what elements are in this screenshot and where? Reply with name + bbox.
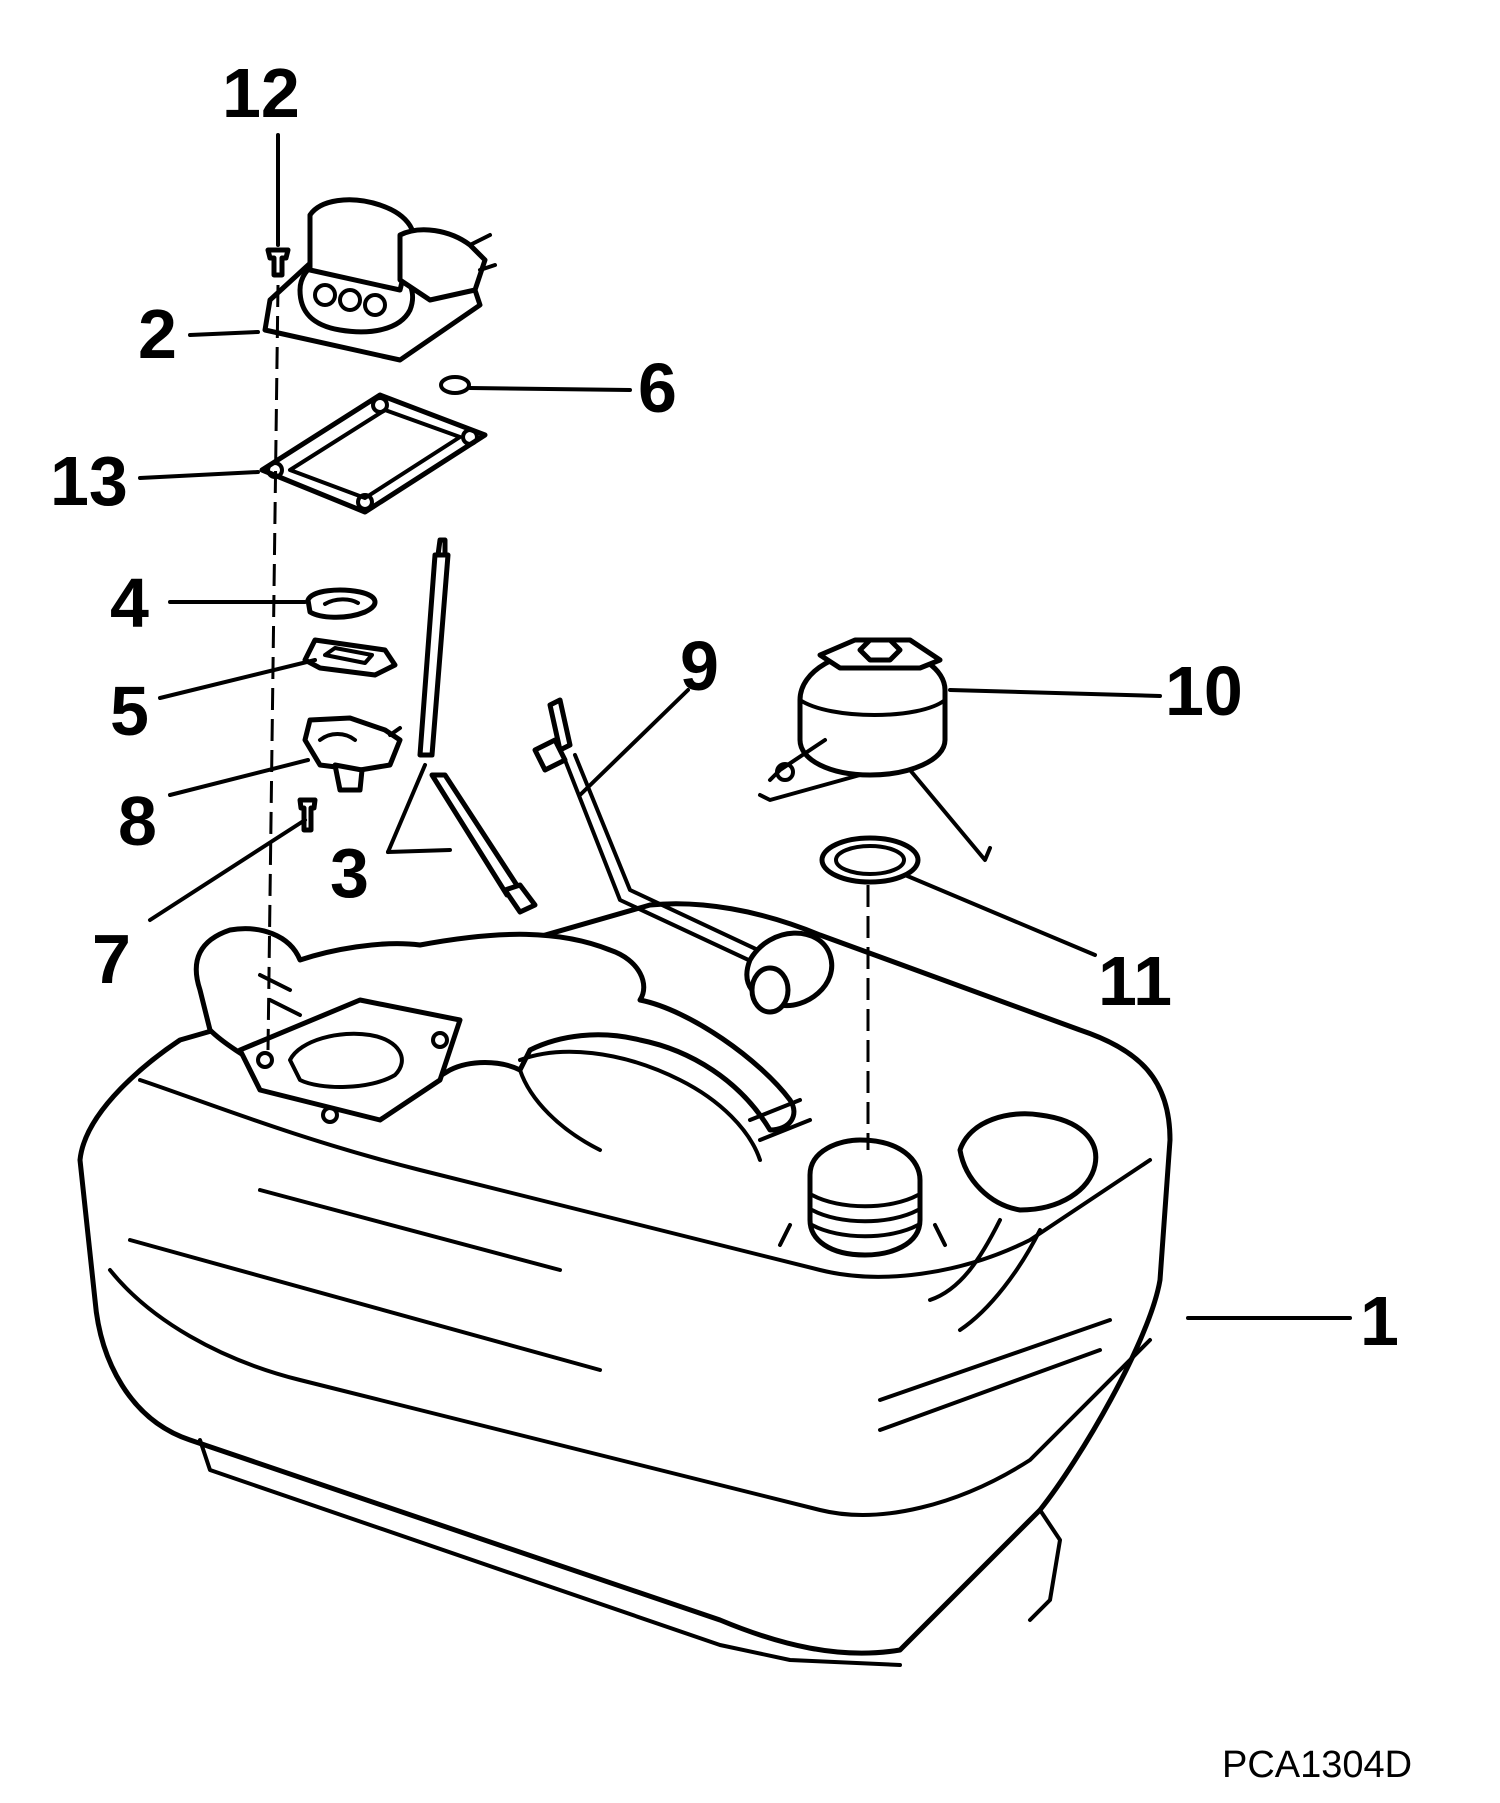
part-13-gasket xyxy=(259,392,488,515)
part-7-screw xyxy=(297,797,318,833)
callout-7: 7 xyxy=(92,920,131,998)
part-5-gasket xyxy=(302,637,398,678)
callout-12: 12 xyxy=(222,54,300,132)
callout-6: 6 xyxy=(638,349,677,427)
callout-8: 8 xyxy=(118,782,157,860)
callout-labels: 12 2 6 13 4 5 8 3 7 9 10 11 1 PCA1304D xyxy=(50,54,1412,1786)
part-6-o-ring xyxy=(439,375,471,395)
callout-3: 3 xyxy=(330,834,369,912)
callout-10: 10 xyxy=(1165,652,1243,730)
part-11-seal-ring xyxy=(819,835,921,885)
part-10-filler-cap xyxy=(758,637,992,862)
callout-9: 9 xyxy=(680,627,719,705)
part-12-screw xyxy=(265,247,291,278)
leader-lines xyxy=(138,133,1352,1320)
callout-4: 4 xyxy=(110,564,149,642)
callout-11: 11 xyxy=(1098,942,1172,1020)
callout-1: 1 xyxy=(1360,1282,1399,1360)
part-4-seal xyxy=(305,587,378,620)
part-8-bracket xyxy=(302,715,403,793)
callout-2: 2 xyxy=(138,295,177,373)
fuel-tank xyxy=(77,901,1173,1667)
assembly-lines xyxy=(266,284,870,1150)
figure-code: PCA1304D xyxy=(1222,1744,1412,1786)
part-2-connector-head xyxy=(262,197,497,363)
callout-13: 13 xyxy=(50,442,128,520)
part-3-hoses xyxy=(417,537,538,915)
part-9-float-arm xyxy=(532,697,835,1015)
callout-5: 5 xyxy=(110,672,149,750)
